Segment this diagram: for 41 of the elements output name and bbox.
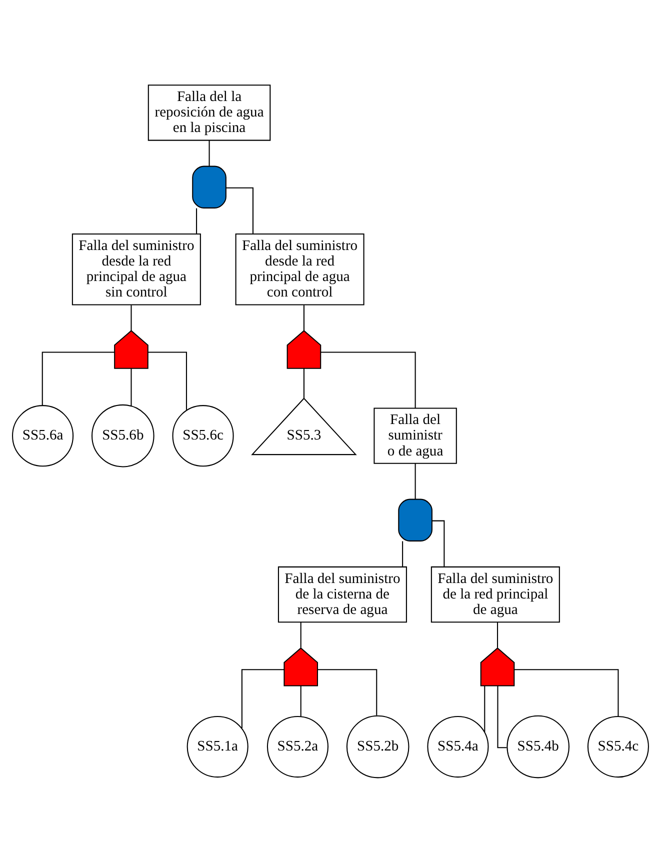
node-or [286,330,322,369]
node-or [114,330,148,369]
node-circle: SS5.2b [346,715,410,778]
connector [241,669,284,728]
connector [414,463,416,500]
connector [226,187,254,234]
node-box: Falla del suministro desde la red principal de agua con control [235,233,364,306]
node-box: Falla del suministro desde la red principal de agua sin control [72,233,201,306]
connector [130,305,132,330]
node-circle: SS5.1a [186,716,248,778]
connector [320,352,416,408]
connector [497,622,498,648]
node-box: Falla del suministr o de agua [374,408,457,464]
connector [42,352,115,406]
connector [497,686,507,748]
node-circle: SS5.6a [12,405,74,467]
connector [402,541,404,567]
connector [300,686,302,716]
connector [148,352,187,410]
connector [300,622,302,648]
node-circle: SS5.4b [506,715,570,778]
connector [303,305,304,330]
node-or [284,647,318,686]
node-circle: SS5.2a [266,716,328,778]
node-or [480,647,515,686]
connector [208,140,210,166]
connector [303,368,304,398]
connector [196,208,198,234]
node-circle: SS5.4a [427,716,489,778]
connector [484,686,486,732]
connector [130,368,132,406]
node-circle: SS5.6b [92,404,154,468]
node-circle: SS5.6c [172,405,234,467]
connector [318,669,378,716]
connector [514,669,619,716]
node-box: Falla del la reposición de agua en la piscina [148,84,271,141]
node-and [398,498,432,542]
node-box: Falla del suministro de la red principal de agua [430,566,560,623]
node-circle: SS5.4c [587,716,649,778]
node-box: Falla del suministro de la cisterna de reserva de agua [278,566,407,623]
node-and [192,166,226,208]
